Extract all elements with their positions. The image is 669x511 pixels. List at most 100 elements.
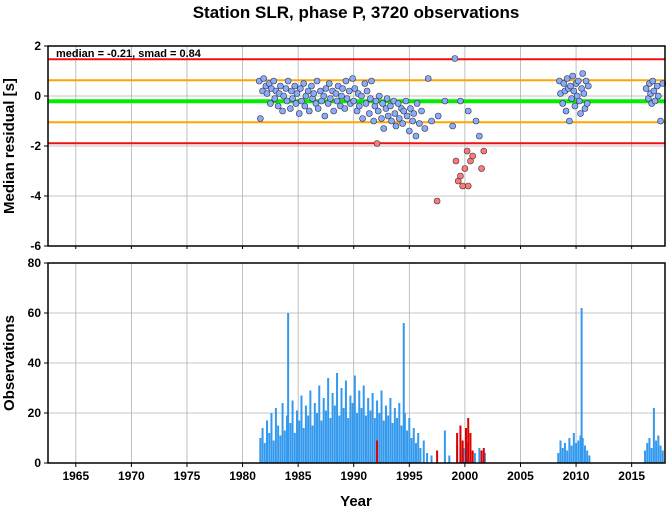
observation-bar (293, 433, 296, 463)
residual-point (332, 90, 340, 97)
outlier-point (464, 182, 472, 190)
residual-point (428, 117, 435, 125)
observation-bar (302, 428, 305, 463)
observation-bar (566, 450, 569, 463)
residual-point (642, 85, 650, 92)
observation-bar (426, 453, 429, 463)
observation-bar (287, 313, 290, 463)
residual-point (567, 82, 574, 90)
residual-point (570, 87, 578, 95)
observation-bar (646, 443, 649, 463)
observation-bar (478, 448, 481, 463)
residual-point (367, 95, 374, 102)
residual-point (362, 100, 370, 107)
residual-point (277, 82, 284, 90)
observation-bar (281, 403, 284, 463)
residual-point (472, 117, 480, 125)
observation-bar (572, 433, 575, 463)
residual-point (349, 75, 356, 82)
residual-point (383, 95, 391, 102)
outlier-bar (471, 450, 474, 463)
residual-point (359, 115, 366, 122)
observation-bar (382, 420, 385, 463)
observation-bar (661, 450, 664, 463)
observation-bar (259, 438, 262, 463)
observation-bar (333, 405, 336, 463)
residual-point (449, 122, 456, 130)
observation-bar (263, 443, 266, 463)
observation-bar (393, 408, 396, 463)
observations-y-axis-label: Observations (1, 315, 18, 411)
residual-point (566, 117, 573, 125)
residual-point (576, 97, 583, 105)
residual-point (342, 77, 350, 85)
outlier-point (478, 165, 485, 172)
residual-point (380, 125, 388, 132)
observation-bar (659, 445, 662, 463)
residual-point (388, 117, 395, 125)
observation-bar (344, 380, 347, 463)
outlier-point (480, 147, 488, 155)
residual-point (574, 77, 582, 85)
outlier-bar (482, 448, 485, 463)
observation-bar (371, 393, 374, 463)
observation-bar (466, 443, 469, 463)
residual-point (657, 117, 664, 125)
outlier-point (433, 197, 441, 205)
residual-point (304, 87, 312, 95)
residual-point (279, 107, 286, 115)
observation-bar (338, 415, 341, 463)
residual-point (583, 100, 591, 107)
observation-bar (402, 323, 405, 463)
observation-bar (362, 385, 365, 463)
observation-bar (570, 445, 573, 463)
observation-bar (266, 420, 269, 463)
residual-point (403, 112, 411, 120)
observation-bar (473, 453, 476, 463)
observation-bar (410, 438, 413, 463)
year-tick-label: 1980 (229, 469, 256, 483)
residual-point (283, 97, 291, 105)
residual-point (267, 100, 274, 107)
observation-bar (358, 390, 361, 463)
residual-point (295, 110, 303, 117)
residual-point (650, 87, 658, 95)
observation-bar (277, 425, 280, 463)
observation-bar (403, 413, 406, 463)
outlier-point (461, 165, 469, 172)
residual-point (284, 77, 292, 85)
outlier-bar (467, 418, 470, 463)
observation-bar (655, 440, 658, 463)
residual-point (363, 87, 371, 95)
observations-y-tick-label: 40 (28, 356, 42, 370)
residual-point (569, 72, 577, 80)
observation-bar (387, 415, 390, 463)
observation-bar (311, 425, 314, 463)
residual-point (406, 127, 413, 135)
residual-point (293, 90, 301, 97)
year-tick-label: 1975 (174, 469, 201, 483)
observation-bar (581, 438, 584, 463)
residual-point (282, 85, 290, 92)
year-tick-label: 2010 (563, 469, 590, 483)
residual-point (370, 117, 378, 125)
residual-point (350, 97, 358, 105)
residual-point (577, 110, 584, 117)
residual-y-tick-label: -2 (30, 139, 41, 153)
observations-y-tick-label: 0 (34, 456, 41, 470)
residual-point (476, 132, 483, 140)
residual-point (562, 107, 570, 115)
observation-bar (575, 443, 578, 463)
observations-y-tick-label: 60 (28, 306, 42, 320)
residual-point (321, 112, 329, 120)
residual-point (372, 97, 380, 105)
residual-point (297, 85, 304, 92)
observation-bar (396, 418, 399, 463)
outlier-bar (465, 428, 468, 463)
outlier-point (373, 140, 381, 147)
residual-point (378, 115, 385, 122)
residual-point (387, 102, 394, 110)
residual-point (374, 107, 382, 115)
residual-point (274, 102, 282, 110)
residual-point (402, 97, 410, 105)
